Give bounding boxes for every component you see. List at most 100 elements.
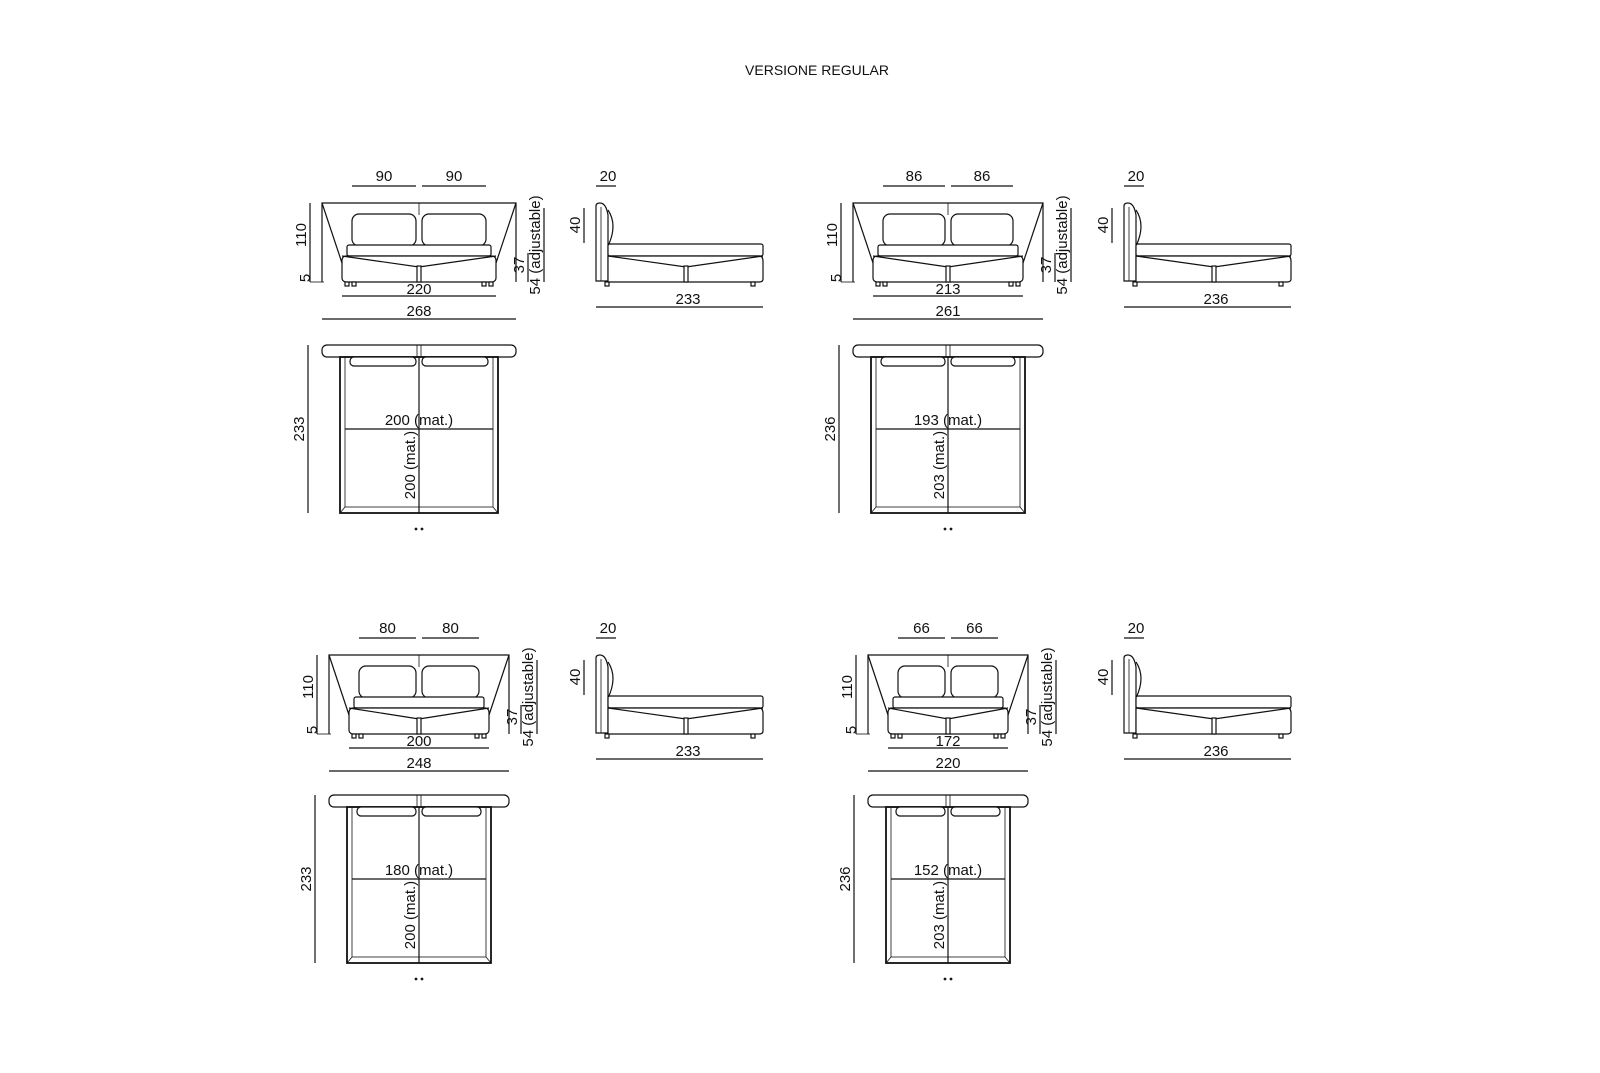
bed-foot <box>1015 281 1021 287</box>
headboard-side <box>595 202 609 282</box>
dimension-rail: 37 <box>511 257 528 274</box>
headboard-plan <box>852 344 1044 358</box>
frame-corner <box>485 956 492 964</box>
dimension-mattress-length: 203 (mat.) <box>931 881 948 949</box>
dimension-inner-width: 200 <box>406 733 431 750</box>
headboard-bevel-right <box>495 202 517 264</box>
headboard-plan <box>867 794 1029 808</box>
mark-dot <box>943 977 947 981</box>
bed-foot <box>750 281 756 287</box>
headboard-plan <box>328 794 510 808</box>
bed-foot <box>488 281 494 287</box>
frame-corner <box>339 506 346 514</box>
dimension-mattress-width: 152 (mat.) <box>914 862 982 879</box>
pillow-side <box>1135 209 1142 247</box>
dimension-headboard-height: 40 <box>1095 217 1112 234</box>
mattress-front <box>892 696 1004 709</box>
dimension-headboard-height: 40 <box>567 217 584 234</box>
mark-dot <box>414 527 418 531</box>
mattress-side <box>1135 243 1292 257</box>
dimension-rail: 37 <box>1038 257 1055 274</box>
plan-view: 152 (mat.)203 (mat.)236 <box>837 794 1029 981</box>
dimension-mattress-width: 193 (mat.) <box>914 412 982 429</box>
dimension-rail: 37 <box>504 709 521 726</box>
dimension-feet: 5 <box>297 274 314 282</box>
dimension-inner-width: 172 <box>935 733 960 750</box>
pillow-plan-right <box>950 356 1016 367</box>
bed-foot <box>481 733 487 739</box>
mark-dot <box>420 977 424 981</box>
dimension-headboard-depth: 20 <box>600 168 617 185</box>
pillow-plan-left <box>880 356 946 367</box>
dimension-headboard-height: 40 <box>1095 669 1112 686</box>
pillow-left <box>897 665 946 699</box>
frame-corner <box>1019 506 1026 514</box>
center-support <box>416 717 422 735</box>
dimension-side-length: 233 <box>675 743 700 760</box>
dimension-mattress-width: 200 (mat.) <box>385 412 453 429</box>
frame-corner <box>1004 956 1011 964</box>
dimension-mattress-length: 200 (mat.) <box>402 881 419 949</box>
pillow-side <box>1135 661 1142 699</box>
pillow-left <box>351 213 417 247</box>
mattress-front <box>877 244 1019 257</box>
bed-foot <box>1132 733 1138 739</box>
bed-foot <box>481 281 487 287</box>
bed-foot <box>474 733 480 739</box>
headboard-bevel-right <box>1022 202 1044 264</box>
headboard-side <box>595 654 609 734</box>
dimension-seat-height: 54 (adjustable) <box>527 195 544 294</box>
pillow-side <box>607 661 614 699</box>
bed-foot <box>1132 281 1138 287</box>
plan-view: 180 (mat.)200 (mat.)233 <box>298 794 510 981</box>
pillow-plan-left <box>349 356 417 367</box>
pillow-left <box>882 213 946 247</box>
dimension-mattress-width: 180 (mat.) <box>385 862 453 879</box>
dimension-side-length: 236 <box>1203 743 1228 760</box>
pillow-side <box>607 209 614 247</box>
dimension-pillow-left: 86 <box>906 168 923 185</box>
bed-foot <box>993 733 999 739</box>
center-support <box>945 265 951 283</box>
dimension-outer-width: 248 <box>406 755 431 772</box>
mark-dot <box>943 527 947 531</box>
dimension-pillow-right: 86 <box>974 168 991 185</box>
pillow-plan-right <box>421 356 489 367</box>
pillow-plan-right <box>421 806 482 817</box>
dimension-pillow-left: 66 <box>913 620 930 637</box>
dimension-seat-height: 54 (adjustable) <box>520 647 537 746</box>
dimension-side-length: 236 <box>1203 291 1228 308</box>
dimension-headboard-depth: 20 <box>600 620 617 637</box>
bed-foot <box>875 281 881 287</box>
frame-corner <box>885 956 892 964</box>
mark-dot <box>949 527 953 531</box>
bed-foot <box>1000 733 1006 739</box>
frame-corner <box>870 506 877 514</box>
mattress-side <box>1135 695 1292 709</box>
headboard-bevel-left <box>321 202 343 264</box>
mark-dot <box>949 977 953 981</box>
dimension-height: 110 <box>293 223 310 247</box>
frame-corner <box>346 956 353 964</box>
dimension-height: 110 <box>839 675 856 699</box>
dimension-inner-width: 213 <box>935 281 960 298</box>
dimension-inner-width: 220 <box>406 281 431 298</box>
headboard-plan <box>321 344 517 358</box>
dimension-mattress-length: 203 (mat.) <box>931 431 948 499</box>
dimension-pillow-left: 80 <box>379 620 396 637</box>
bed-foot <box>358 733 364 739</box>
mattress-front <box>346 244 492 257</box>
center-support <box>416 265 422 283</box>
center-support <box>683 265 689 283</box>
bed-foot <box>604 733 610 739</box>
plan-view: 200 (mat.)200 (mat.)233 <box>291 344 517 531</box>
bed-foot <box>351 281 357 287</box>
